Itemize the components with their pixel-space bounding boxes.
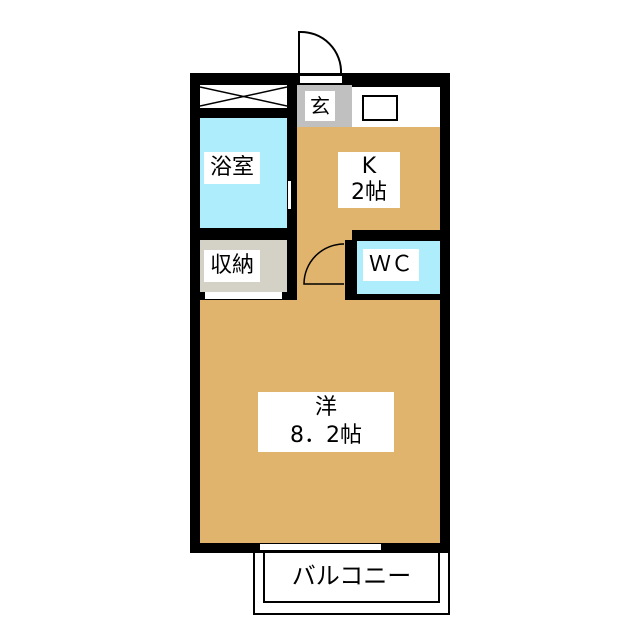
storage: 収納 bbox=[200, 240, 287, 292]
kitchen-size: 2帖 bbox=[351, 180, 387, 205]
western-size: 8．2帖 bbox=[290, 423, 362, 448]
bathroom: 浴室 bbox=[200, 118, 287, 228]
genkan-label: 玄 bbox=[305, 91, 335, 121]
storage-label: 収納 bbox=[204, 250, 261, 282]
bath-door bbox=[287, 180, 292, 210]
balcony-window bbox=[259, 543, 382, 551]
entrance-threshold bbox=[300, 76, 342, 83]
upper-closet bbox=[199, 85, 288, 108]
kitchen-name: K bbox=[361, 154, 377, 179]
western-name: 洋 bbox=[314, 395, 337, 420]
kitchen-label: K 2帖 bbox=[338, 152, 400, 208]
wc: ＷＣ bbox=[357, 241, 440, 294]
bath-label: 浴室 bbox=[204, 152, 261, 184]
entrance-door-icon bbox=[298, 30, 343, 75]
sink-icon bbox=[362, 95, 398, 121]
balcony: バルコニー bbox=[253, 553, 450, 615]
kitchen-counter bbox=[352, 85, 440, 127]
hallway bbox=[297, 230, 345, 305]
balcony-label: バルコニー bbox=[263, 553, 440, 603]
storage-door bbox=[205, 292, 282, 299]
closet-x-icon bbox=[199, 86, 288, 107]
wc-door-icon bbox=[303, 243, 345, 285]
wc-label: ＷＣ bbox=[363, 249, 420, 281]
western-label: 洋 8．2帖 bbox=[258, 392, 394, 452]
